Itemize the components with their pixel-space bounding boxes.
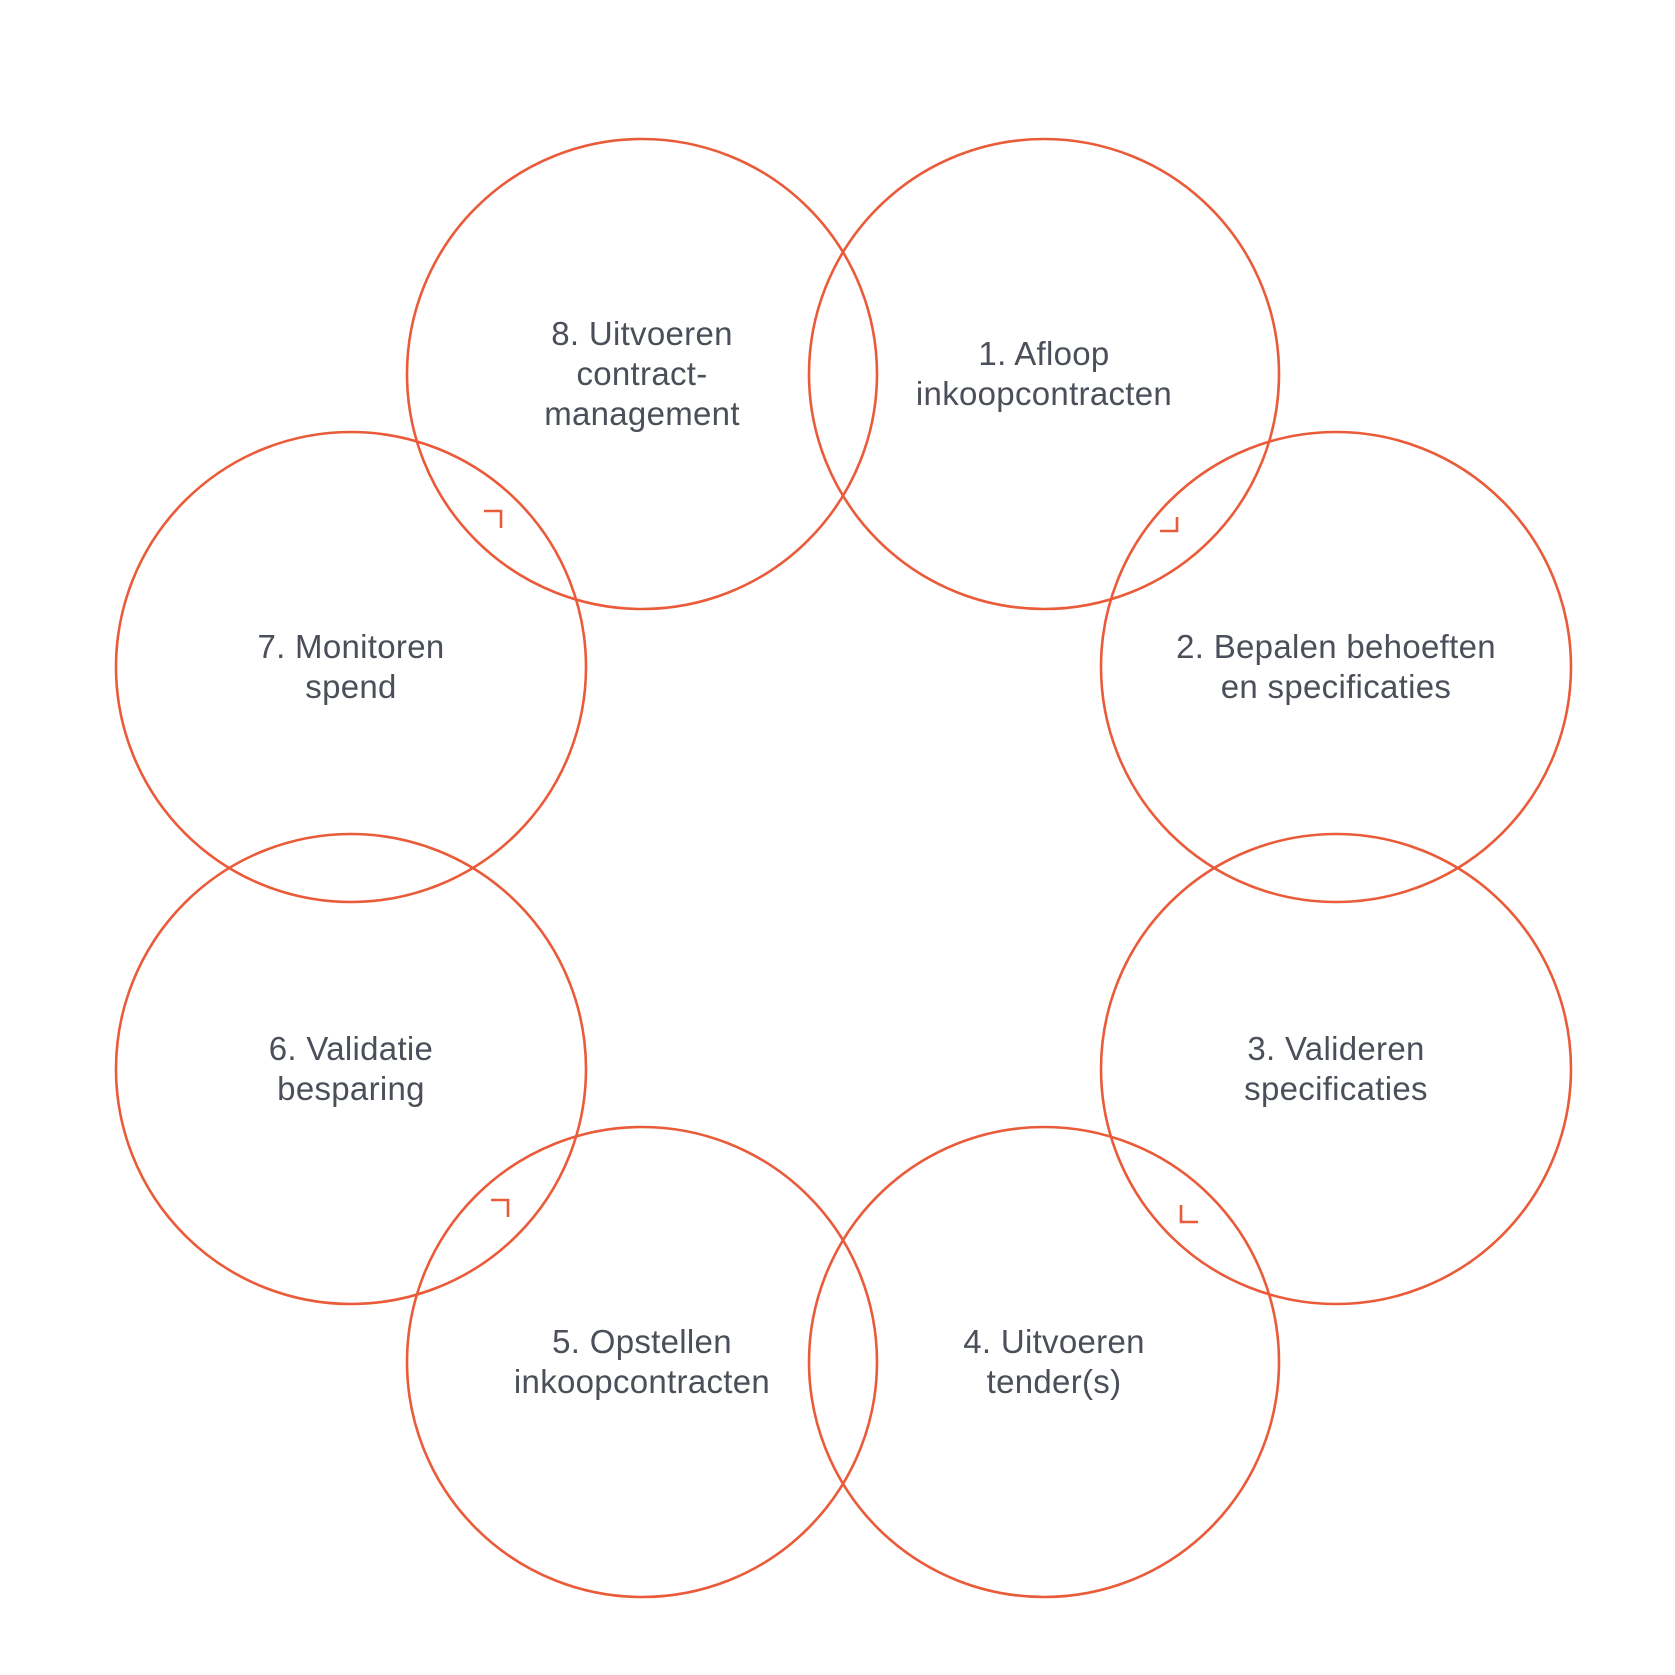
step-circle-5 bbox=[405, 1125, 879, 1599]
step-label-1-line-1: 1. Afloop bbox=[978, 335, 1109, 372]
step-label-7-line-1: 7. Monitoren bbox=[257, 628, 444, 665]
step-label-4-line-2: tender(s) bbox=[987, 1363, 1122, 1400]
step-circle-3 bbox=[1099, 832, 1573, 1306]
step-circle-2 bbox=[1099, 430, 1573, 904]
step-label-7-line-2: spend bbox=[305, 668, 396, 705]
step-label-3-line-2: specificaties bbox=[1244, 1070, 1428, 1107]
step-label-1-line-2: inkoopcontracten bbox=[916, 375, 1172, 412]
step-label-8-line-2: contract- bbox=[576, 355, 707, 392]
corner-marker-top-left-icon bbox=[484, 509, 503, 528]
step-label-2-line-1: 2. Bepalen behoeften bbox=[1176, 628, 1496, 665]
step-label-6-line-1: 6. Validatie bbox=[269, 1030, 433, 1067]
step-label-2-line-2: en specificaties bbox=[1221, 668, 1451, 705]
step-circle-8 bbox=[405, 137, 879, 611]
corner-marker-top-right-icon bbox=[1160, 517, 1179, 533]
corner-marker-bottom-right-icon bbox=[1179, 1205, 1198, 1224]
step-label-8-line-1: 8. Uitvoeren bbox=[551, 315, 733, 352]
step-circle-1 bbox=[807, 137, 1281, 611]
step-label-8-line-3: management bbox=[544, 395, 740, 432]
step-label-5-line-1: 5. Opstellen bbox=[552, 1323, 732, 1360]
step-label-5-line-2: inkoopcontracten bbox=[514, 1363, 770, 1400]
step-circle-4 bbox=[807, 1125, 1281, 1599]
corner-markers bbox=[484, 509, 1198, 1224]
step-label-3-line-1: 3. Valideren bbox=[1247, 1030, 1424, 1067]
step-circle-6 bbox=[114, 832, 588, 1306]
step-label-6-line-2: besparing bbox=[277, 1070, 425, 1107]
step-circles bbox=[114, 137, 1573, 1599]
step-label-4-line-1: 4. Uitvoeren bbox=[963, 1323, 1145, 1360]
step-circle-7 bbox=[114, 430, 588, 904]
corner-marker-bottom-left-icon bbox=[491, 1198, 510, 1217]
